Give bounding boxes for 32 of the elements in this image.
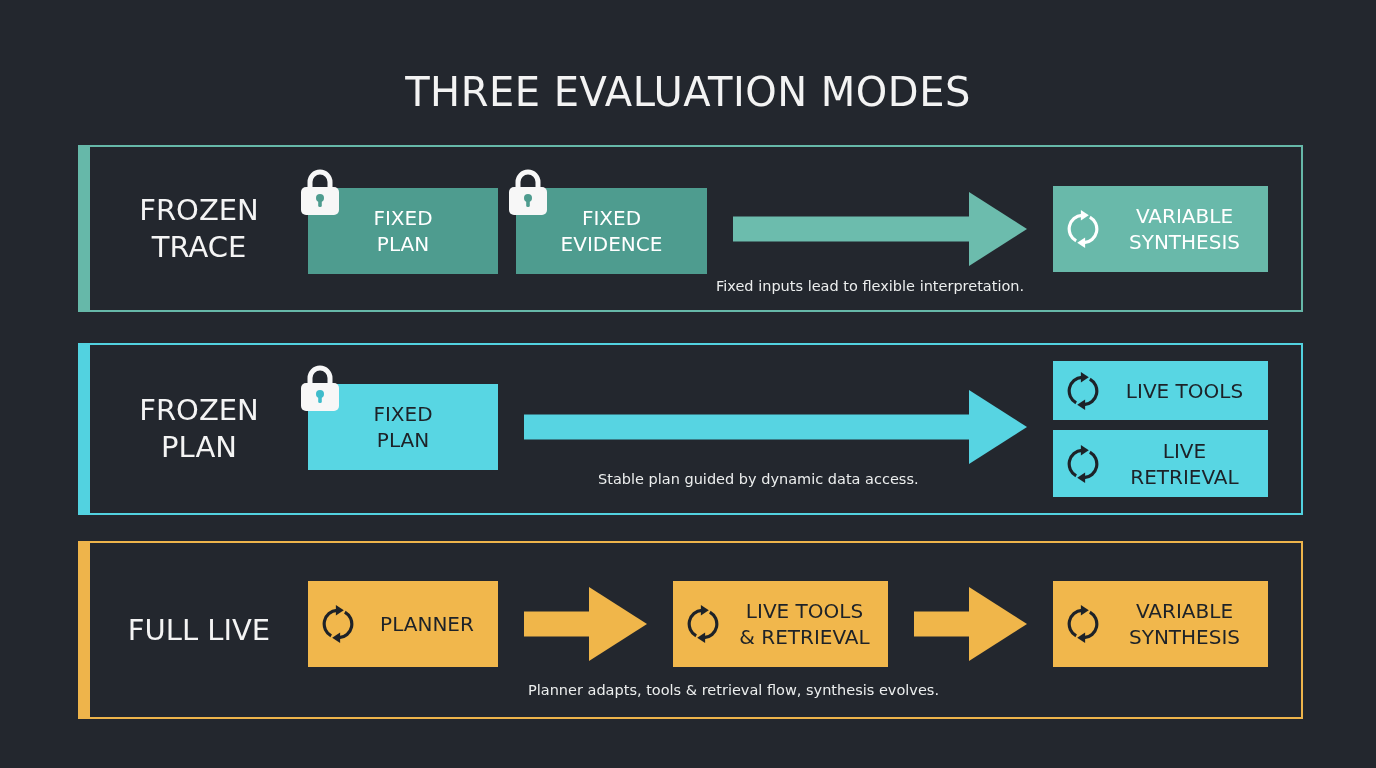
box-label: FIXED PLAN bbox=[372, 401, 434, 453]
box-label: VARIABLE SYNTHESIS bbox=[1127, 203, 1242, 255]
block-arrow bbox=[733, 192, 1027, 266]
step-box bbox=[1053, 581, 1268, 667]
box-label: LIVE RETRIEVAL bbox=[1129, 437, 1240, 490]
block-arrow bbox=[524, 587, 647, 661]
box-label: LIVE TOOLS & RETRIEVAL bbox=[738, 598, 871, 650]
panel-heading: FROZEN TRACE bbox=[138, 191, 260, 266]
mode-panel bbox=[78, 541, 1303, 719]
box-label: LIVE TOOLS bbox=[1125, 377, 1244, 404]
mode-panel bbox=[78, 343, 1303, 515]
step-box bbox=[308, 188, 498, 274]
diagram-title: THREE EVALUATION MODES bbox=[405, 68, 971, 116]
box-label: FIXED PLAN bbox=[372, 205, 434, 257]
box-label: FIXED EVIDENCE bbox=[559, 205, 664, 257]
block-arrow bbox=[914, 587, 1027, 661]
mode-panel bbox=[78, 145, 1303, 312]
box-label: VARIABLE SYNTHESIS bbox=[1127, 598, 1242, 650]
panel-caption: Stable plan guided by dynamic data access. bbox=[598, 470, 919, 488]
step-box bbox=[516, 188, 707, 274]
box-label: PLANNER bbox=[380, 611, 474, 637]
panel-heading: FULL LIVE bbox=[127, 611, 271, 649]
step-box bbox=[673, 581, 888, 667]
step-box bbox=[1053, 186, 1268, 272]
block-arrow bbox=[524, 390, 1027, 464]
panel-caption: Planner adapts, tools & retrieval flow, synthesis evolves. bbox=[528, 681, 939, 699]
step-box bbox=[308, 384, 498, 470]
step-box bbox=[1053, 430, 1268, 497]
panel-caption: Fixed inputs lead to flexible interpretation. bbox=[716, 277, 1025, 295]
step-box bbox=[1053, 361, 1268, 420]
step-box bbox=[308, 581, 498, 667]
panel-heading: FROZEN PLAN bbox=[138, 392, 260, 466]
